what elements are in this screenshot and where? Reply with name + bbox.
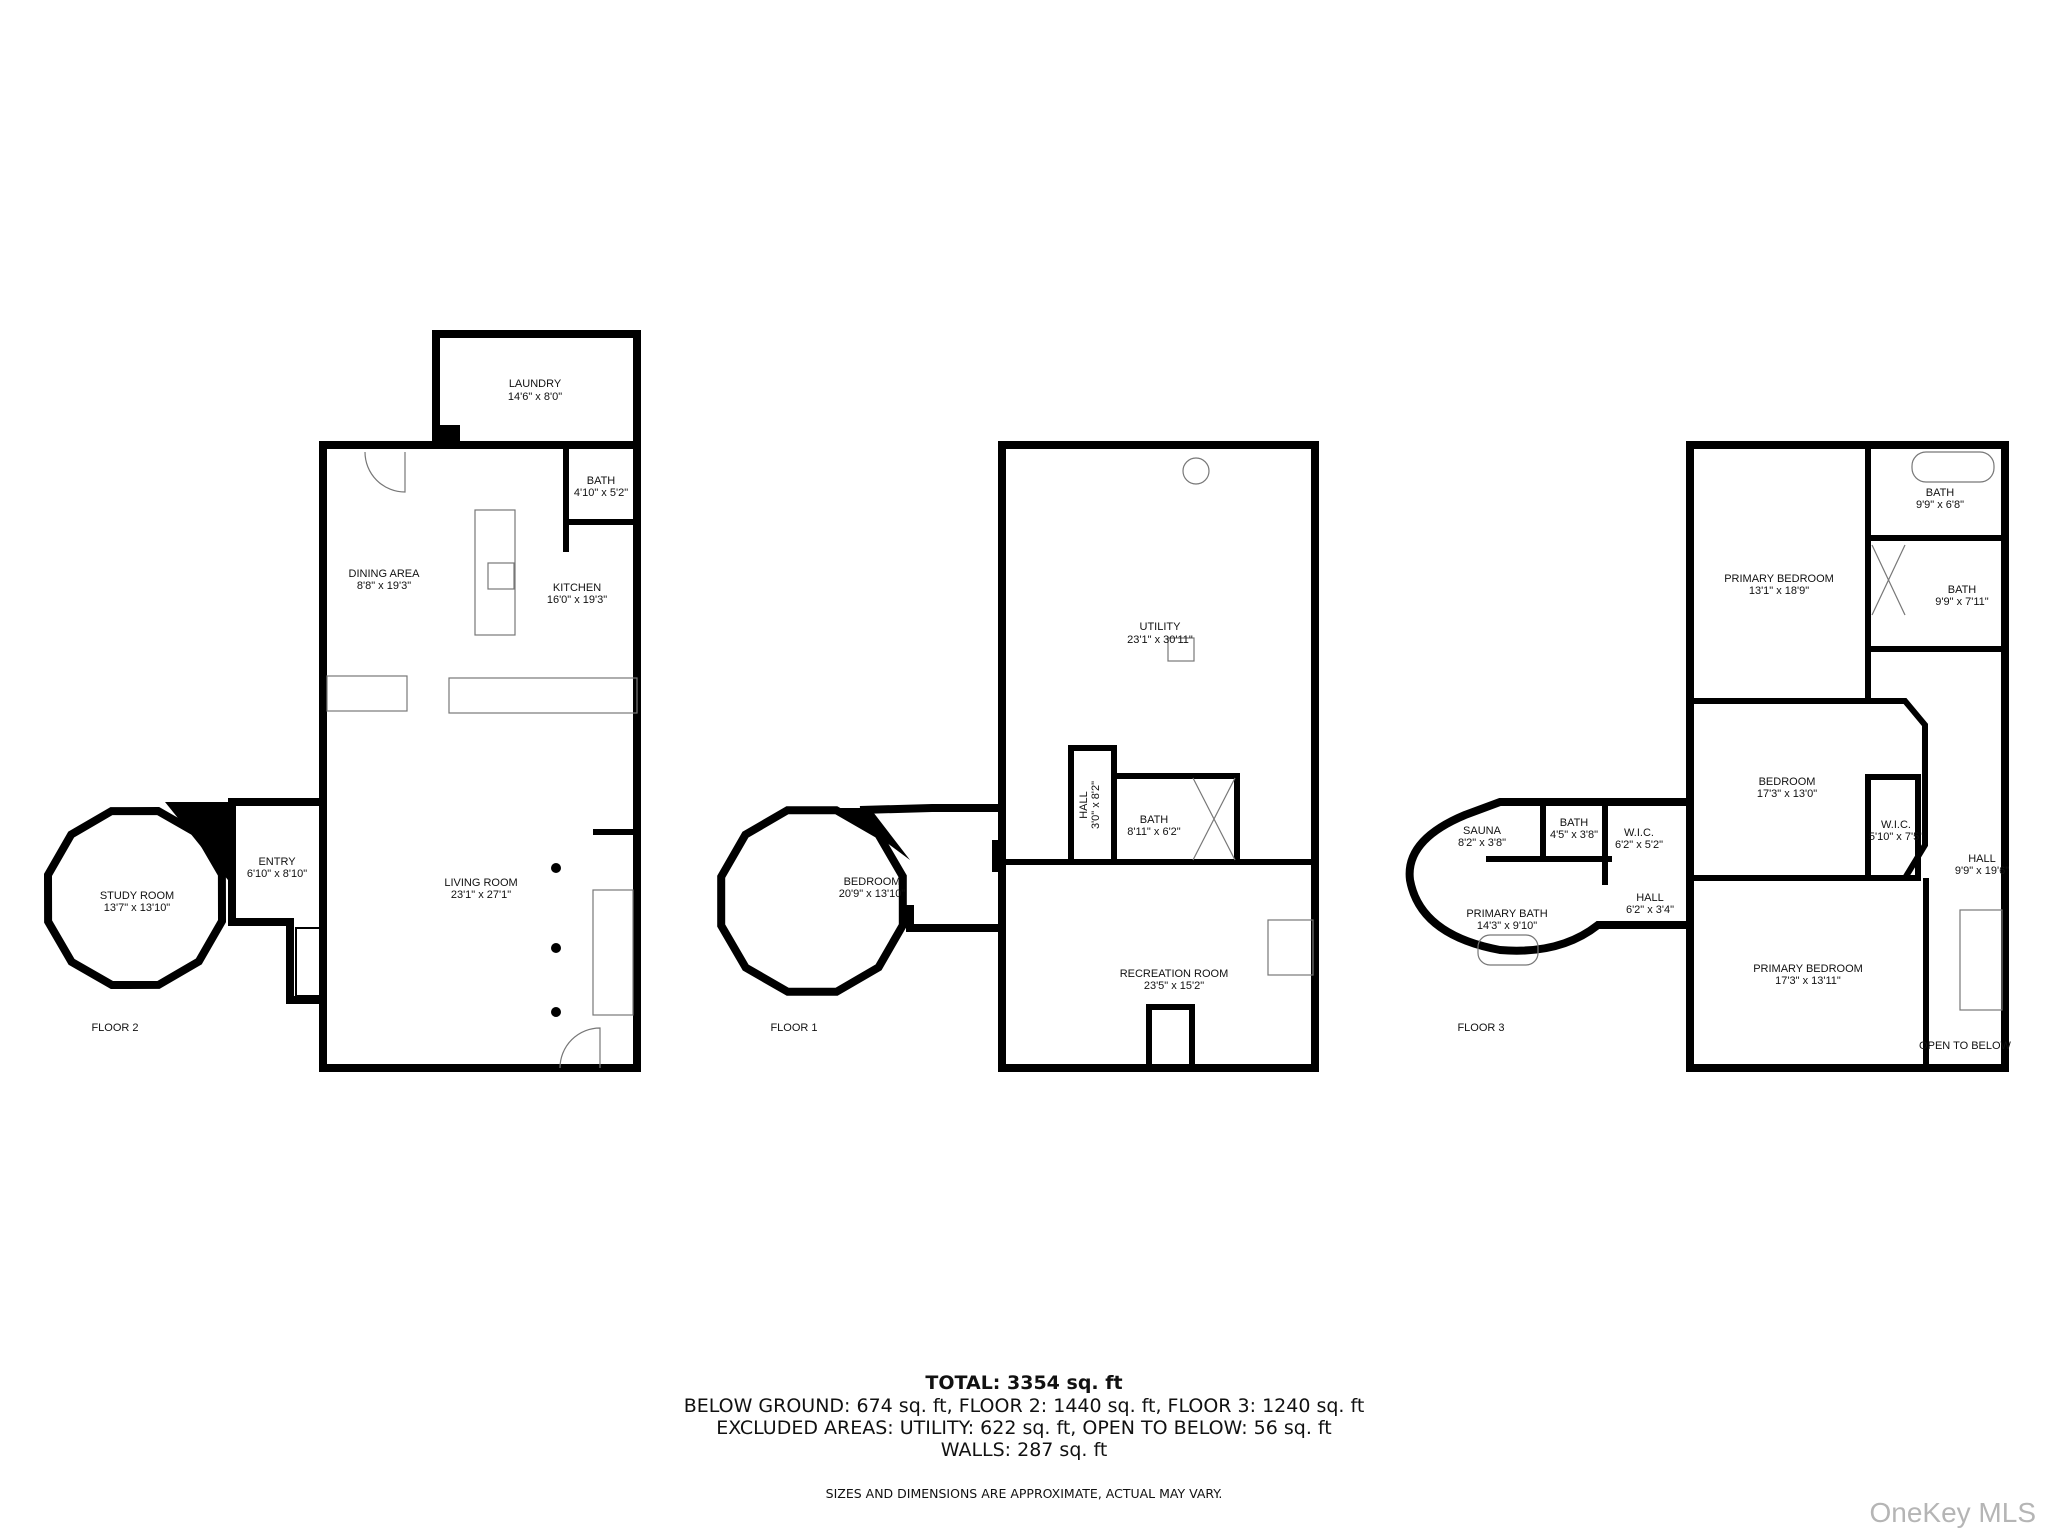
floor-3-plan: PRIMARY BEDROOM 13'1" x 18'9" BATH 9'9" …	[1405, 441, 2012, 1072]
room-dims: 14'3" x 9'10"	[1477, 920, 1537, 932]
floor-label: FLOOR 2	[91, 1022, 138, 1034]
room-name: BEDROOM	[844, 876, 901, 888]
room-dims: 9'9" x 6'8"	[1916, 499, 1964, 511]
room-dims: 23'5" x 15'2"	[1144, 980, 1204, 992]
room-name: HALL	[1636, 892, 1664, 904]
room-dims: 20'9" x 13'10"	[839, 888, 906, 900]
wic-walls	[1865, 774, 1921, 881]
room-dims: 8'11" x 6'2"	[1127, 826, 1180, 838]
room-name: SAUNA	[1463, 825, 1502, 837]
floor-2-plan: LAUNDRY 14'6" x 8'0" BATH 4'10" x 5'2" D…	[43, 330, 641, 1072]
wall-block	[436, 425, 460, 447]
room-dims: 23'1" x 30'11"	[1127, 634, 1193, 646]
room-dims: 6'10" x 8'10"	[247, 868, 307, 880]
floor-3-main-walls	[1686, 441, 2009, 1072]
room-dims: 14'6" x 8'0"	[508, 391, 562, 403]
room-name: BATH	[1948, 584, 1977, 596]
total-area: TOTAL: 3354 sq. ft	[925, 1372, 1123, 1394]
area-breakdown: BELOW GROUND: 674 sq. ft, FLOOR 2: 1440 …	[683, 1395, 1365, 1417]
room-dims: 16'0" x 19'3"	[547, 594, 607, 606]
room-name: KITCHEN	[553, 582, 601, 594]
bath-walls	[563, 442, 640, 525]
room-name: STUDY ROOM	[100, 890, 174, 902]
room-name: RECREATION ROOM	[1120, 968, 1229, 980]
room-name: LIVING ROOM	[444, 877, 517, 889]
laundry-walls	[432, 330, 641, 449]
entry-walls	[228, 798, 323, 1004]
room-name: HALL	[1968, 853, 1996, 865]
room-dims: 5'10" x 7'5"	[1869, 831, 1923, 843]
room-name: W.I.C.	[1881, 819, 1911, 831]
disclaimer: SIZES AND DIMENSIONS ARE APPROXIMATE, AC…	[825, 1486, 1223, 1501]
room-dims: 3'0" x 8'2"	[1090, 781, 1102, 829]
room-name: BATH	[587, 475, 616, 487]
walls-area: WALLS: 287 sq. ft	[940, 1439, 1108, 1461]
room-name: BATH	[1140, 814, 1169, 826]
room-name: PRIMARY BEDROOM	[1724, 573, 1834, 585]
room-dims: 13'7" x 13'10"	[104, 902, 171, 914]
room-dims: 4'5" x 3'8"	[1550, 829, 1598, 841]
cooktop-icon	[487, 562, 515, 590]
bathtub-icon	[1911, 451, 1995, 483]
floor-label: FLOOR 3	[1457, 1022, 1504, 1034]
room-name: DINING AREA	[349, 568, 421, 580]
room-dims: 13'1" x 18'9"	[1749, 585, 1809, 597]
room-name: W.I.C.	[1624, 827, 1654, 839]
room-dims: 6'2" x 3'4"	[1626, 904, 1674, 916]
staircase	[592, 889, 634, 1016]
room-dims: 4'10" x 5'2"	[574, 487, 628, 499]
primary-bath-walls	[1405, 798, 1690, 955]
floor-label: FLOOR 1	[770, 1022, 817, 1034]
floor-2-main-walls	[319, 441, 641, 1072]
room-name: PRIMARY BATH	[1466, 908, 1547, 920]
watermark-logo: OneKey MLS	[1869, 1497, 2036, 1528]
room-name: ENTRY	[258, 856, 296, 868]
bathtub-icon	[1477, 934, 1539, 966]
room-name: BEDROOM	[1759, 776, 1816, 788]
staircase	[1267, 919, 1314, 976]
room-name: BATH	[1926, 487, 1955, 499]
staircase	[1959, 909, 2003, 1011]
kitchen-counter	[448, 677, 638, 714]
wall-block	[165, 802, 232, 885]
bath-walls	[1111, 773, 1240, 865]
room-dims: 9'9" x 19'6"	[1955, 865, 2009, 877]
room-dims: 9'9" x 7'11"	[1935, 596, 1988, 608]
room-dims: 23'1" x 27'1"	[451, 889, 511, 901]
room-name: OPEN TO BELOW	[1919, 1040, 2012, 1052]
kitchen-island	[474, 509, 516, 636]
room-dims: 17'3" x 13'11"	[1775, 975, 1841, 987]
fireplace	[295, 927, 323, 997]
room-dims: 17'3" x 13'0"	[1757, 788, 1817, 800]
room-dims: 6'2" x 5'2"	[1615, 839, 1663, 851]
room-name: PRIMARY BEDROOM	[1753, 963, 1863, 975]
room-dims: 8'2" x 3'8"	[1458, 837, 1506, 849]
water-heater-icon	[1182, 457, 1210, 485]
excluded-areas: EXCLUDED AREAS: UTILITY: 622 sq. ft, OPE…	[716, 1417, 1332, 1439]
room-name: HALL	[1078, 791, 1090, 819]
room-name: LAUNDRY	[509, 378, 562, 390]
room-name: UTILITY	[1140, 621, 1182, 633]
room-name: BATH	[1560, 817, 1589, 829]
floor-1-plan: UTILITY 23'1" x 30'11" HALL 3'0" x 8'2" …	[717, 441, 1319, 1072]
room-dims: 8'8" x 19'3"	[357, 580, 411, 592]
closet-walls	[1146, 1004, 1195, 1071]
door-icon	[559, 1027, 601, 1069]
door-icon	[364, 451, 406, 493]
bedroom-walls	[717, 806, 907, 996]
dining-counter	[326, 675, 408, 712]
